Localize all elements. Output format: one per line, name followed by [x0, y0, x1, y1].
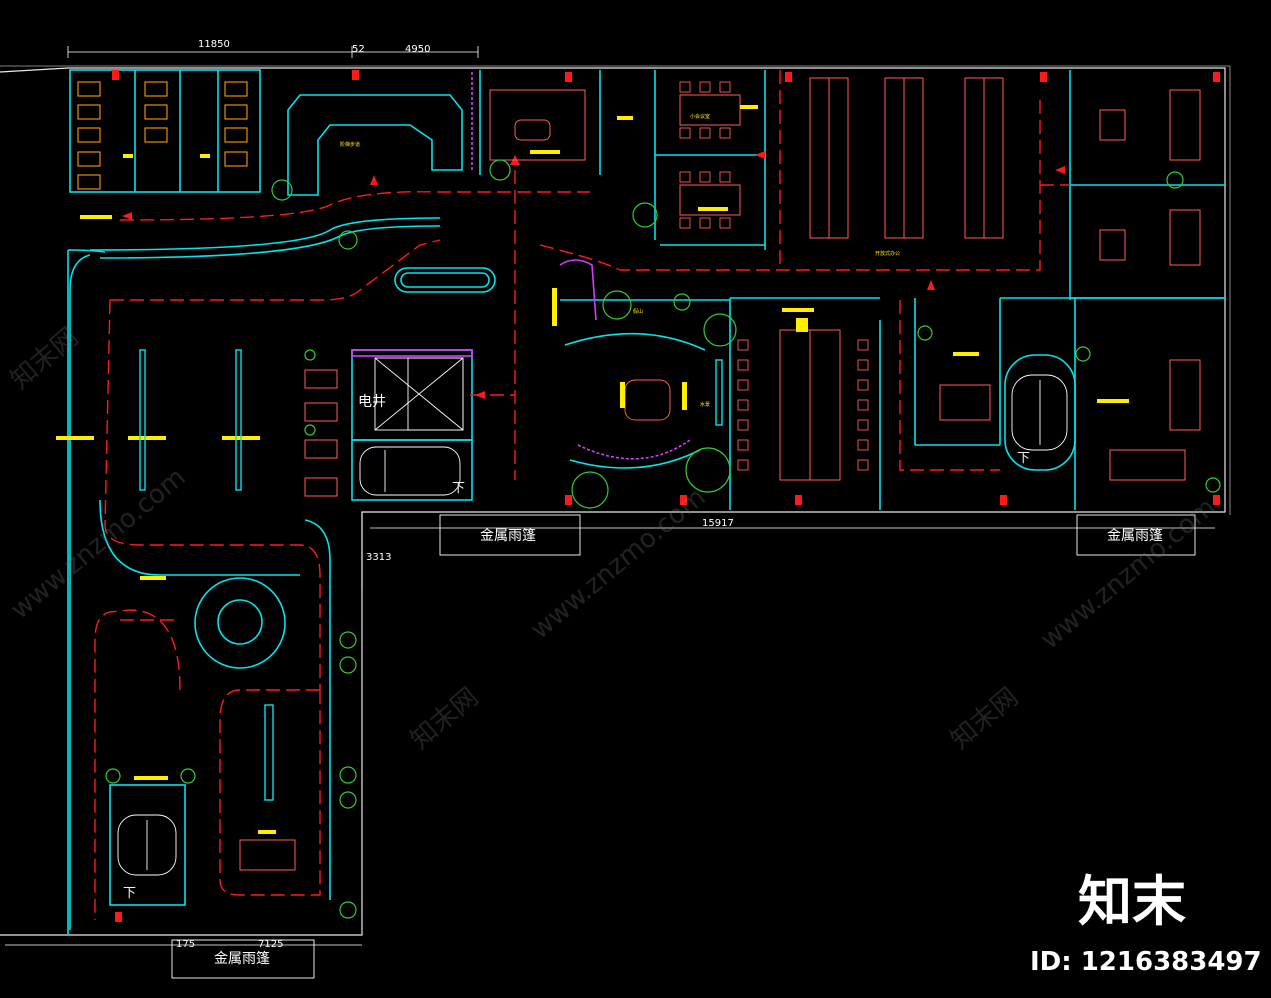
open-office-label: 开放式办公	[875, 250, 900, 257]
dim-top-right: 4950	[405, 44, 430, 55]
watermark-site-2: www.znzmo.com	[525, 482, 711, 645]
interior-walls	[67, 69, 1225, 935]
image-id-label: ID: 1216383497	[1030, 947, 1262, 977]
dim-side: 3313	[366, 552, 391, 563]
dim-bottom-left-a: 175	[176, 939, 195, 950]
dim-top-mid: 52	[352, 44, 365, 55]
meeting-chairs	[679, 81, 869, 471]
columns	[112, 70, 1220, 922]
dim-bottom-left-b: 7125	[258, 939, 283, 950]
stair-down-label-1: 下	[452, 481, 465, 496]
toilet-fixtures	[77, 81, 248, 190]
canopy-label-1: 金属雨篷	[480, 528, 536, 544]
stair-down-label-2: 下	[1017, 451, 1030, 466]
light-fixtures	[56, 105, 1129, 834]
landscaping	[105, 159, 1221, 919]
electric-shaft-label: 电井	[358, 394, 386, 410]
dimension-lines	[5, 46, 1215, 946]
watermark-brand-3: 知末网	[945, 682, 1024, 755]
canopy-boxes	[171, 514, 1196, 979]
circulation-route	[94, 70, 1070, 920]
small-meeting-label: 小会议室	[690, 113, 710, 120]
magenta-partitions	[351, 72, 691, 460]
building-outline	[0, 65, 1231, 936]
canopy-label-2: 金属雨篷	[1107, 528, 1163, 544]
rockery-label: 假山	[633, 308, 643, 315]
stair-down-label-3: 下	[123, 886, 136, 901]
watermark-brand-2: 知末网	[405, 682, 484, 755]
canopy-label-3: 金属雨篷	[214, 951, 270, 967]
water-feature-label: 水景	[700, 401, 710, 408]
brand-logo-text: 知末	[1078, 870, 1186, 933]
corridor-label: 阶梯步道	[340, 141, 360, 148]
watermark-site-3: www.znzmo.com	[1035, 492, 1221, 655]
watermark-brand-1: 知末网	[5, 322, 84, 395]
watermark-layer: www.znzmo.com www.znzmo.com www.znzmo.co…	[5, 322, 1221, 755]
dim-bottom-main: 15917	[702, 518, 734, 529]
dim-top-left: 11850	[198, 39, 230, 50]
open-office-workstations	[239, 77, 1201, 871]
watermark-site-1: www.znzmo.com	[5, 462, 191, 625]
stairs	[117, 357, 1068, 876]
